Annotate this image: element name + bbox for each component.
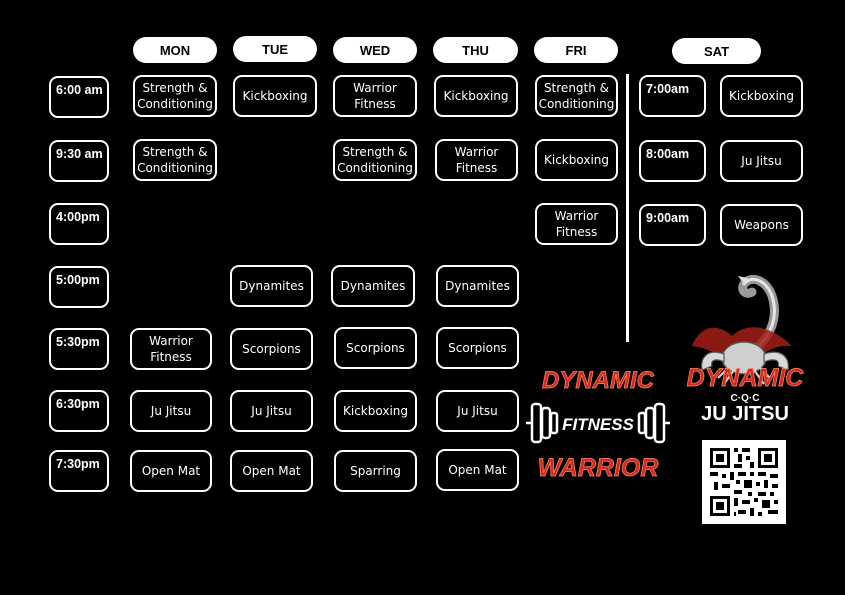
time-slot: 5:30pm [49, 328, 109, 370]
class-sat-700: Kickboxing [720, 75, 803, 117]
logo-jujitsu-text: JU JITSU [701, 403, 789, 425]
logo-fitness-text: FITNESS [562, 415, 634, 434]
day-header-sat: SAT [672, 38, 761, 64]
time-slot: 6:30pm [49, 390, 109, 432]
logo-dynamic-text: DYNAMIC [687, 364, 805, 392]
class-wed-930: Strength & Conditioning [333, 139, 417, 181]
class-wed-530: Scorpions [334, 327, 417, 369]
class-tue-600: Kickboxing [233, 75, 317, 117]
class-fri-400: Warrior Fitness [535, 203, 618, 245]
jujitsu-logo: DYNAMIC C·Q·C JU JITSU [686, 274, 805, 425]
class-sat-900: Weapons [720, 204, 803, 246]
time-slot: 9:30 am [49, 140, 109, 182]
day-header-tue: TUE [233, 36, 317, 62]
class-wed-600: Warrior Fitness [333, 75, 417, 117]
logo-warrior-text: WARRIOR [538, 454, 659, 482]
time-slot: 7:30pm [49, 450, 109, 492]
class-mon-600: Strength & Conditioning [133, 75, 217, 117]
class-thu-600: Kickboxing [434, 75, 518, 117]
class-wed-500: Dynamites [331, 265, 415, 307]
class-mon-530: Warrior Fitness [130, 328, 212, 370]
class-thu-730: Open Mat [436, 449, 519, 491]
saturday-divider [626, 74, 629, 342]
class-tue-530: Scorpions [230, 328, 313, 370]
time-slot: 5:00pm [49, 266, 109, 308]
time-slot-sat: 7:00am [639, 75, 706, 117]
fitness-warrior-logo: DYNAMIC FITNESS WARRIOR [526, 367, 670, 482]
dumbbell-icon [526, 402, 670, 444]
class-tue-630: Ju Jitsu [230, 390, 313, 432]
class-thu-630: Ju Jitsu [436, 390, 519, 432]
class-thu-500: Dynamites [436, 265, 519, 307]
time-slot-sat: 9:00am [639, 204, 706, 246]
class-wed-730: Sparring [334, 450, 417, 492]
class-thu-530: Scorpions [436, 327, 519, 369]
day-header-fri: FRI [534, 37, 618, 63]
class-mon-730: Open Mat [130, 450, 212, 492]
day-header-mon: MON [133, 37, 217, 63]
qr-code[interactable] [702, 440, 786, 524]
class-mon-930: Strength & Conditioning [133, 139, 217, 181]
class-fri-930: Kickboxing [535, 139, 618, 181]
class-tue-500: Dynamites [230, 265, 313, 307]
day-header-thu: THU [433, 37, 518, 63]
class-mon-630: Ju Jitsu [130, 390, 212, 432]
logo-cqc-text: C·Q·C [731, 393, 760, 404]
day-header-wed: WED [333, 37, 417, 63]
class-wed-630: Kickboxing [334, 390, 417, 432]
class-thu-930: Warrior Fitness [435, 139, 518, 181]
class-fri-600: Strength & Conditioning [535, 75, 618, 117]
class-tue-730: Open Mat [230, 450, 313, 492]
logo-dynamic-text: DYNAMIC [542, 367, 655, 394]
scorpion-icon [692, 274, 792, 385]
time-slot: 4:00pm [49, 203, 109, 245]
class-sat-800: Ju Jitsu [720, 140, 803, 182]
time-slot-sat: 8:00am [639, 140, 706, 182]
time-slot: 6:00 am [49, 76, 109, 118]
